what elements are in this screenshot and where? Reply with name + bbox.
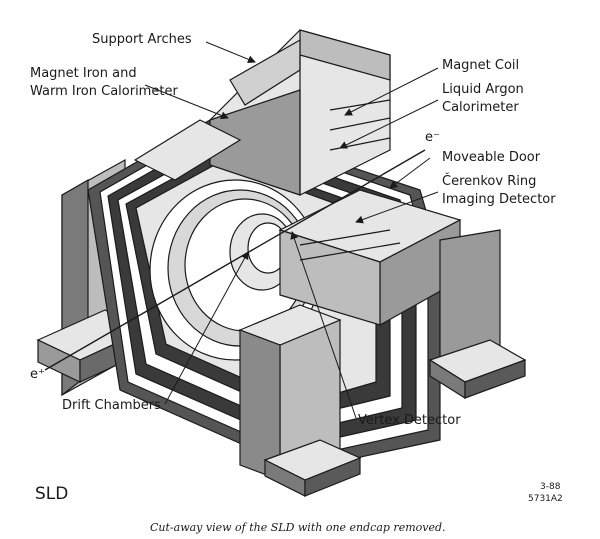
label-magnet-iron-line2: Warm Iron Calorimeter bbox=[30, 84, 178, 99]
label-magnet-iron-line1: Magnet Iron and bbox=[30, 66, 137, 81]
label-liquid-argon-line2: Calorimeter bbox=[442, 100, 519, 115]
label-drift-chambers: Drift Chambers bbox=[62, 398, 161, 413]
label-magnet-coil: Magnet Coil bbox=[442, 58, 520, 73]
label-moveable-door: Moveable Door bbox=[442, 150, 541, 165]
front-support-pier bbox=[238, 304, 362, 497]
label-vertex-detector: Vertex Detector bbox=[358, 413, 461, 428]
figure-caption: Cut-away view of the SLD with one endcap… bbox=[150, 521, 446, 534]
label-positron: e⁺ bbox=[30, 367, 45, 382]
label-sld: SLD bbox=[35, 484, 69, 504]
leader-lines bbox=[144, 41, 439, 419]
support-arch bbox=[133, 29, 391, 196]
label-drawing-date: 3-88 bbox=[540, 482, 561, 492]
label-liquid-argon-line1: Liquid Argon bbox=[442, 82, 524, 97]
beam-line bbox=[44, 149, 426, 371]
right-support-pier bbox=[428, 229, 527, 400]
label-cerenkov-line2: Imaging Detector bbox=[442, 192, 556, 207]
label-support-arches: Support Arches bbox=[92, 32, 192, 47]
label-electron: e⁻ bbox=[425, 130, 440, 145]
label-drawing-number: 5731A2 bbox=[528, 494, 563, 504]
label-cerenkov-line1: Čerenkov Ring bbox=[442, 174, 537, 189]
